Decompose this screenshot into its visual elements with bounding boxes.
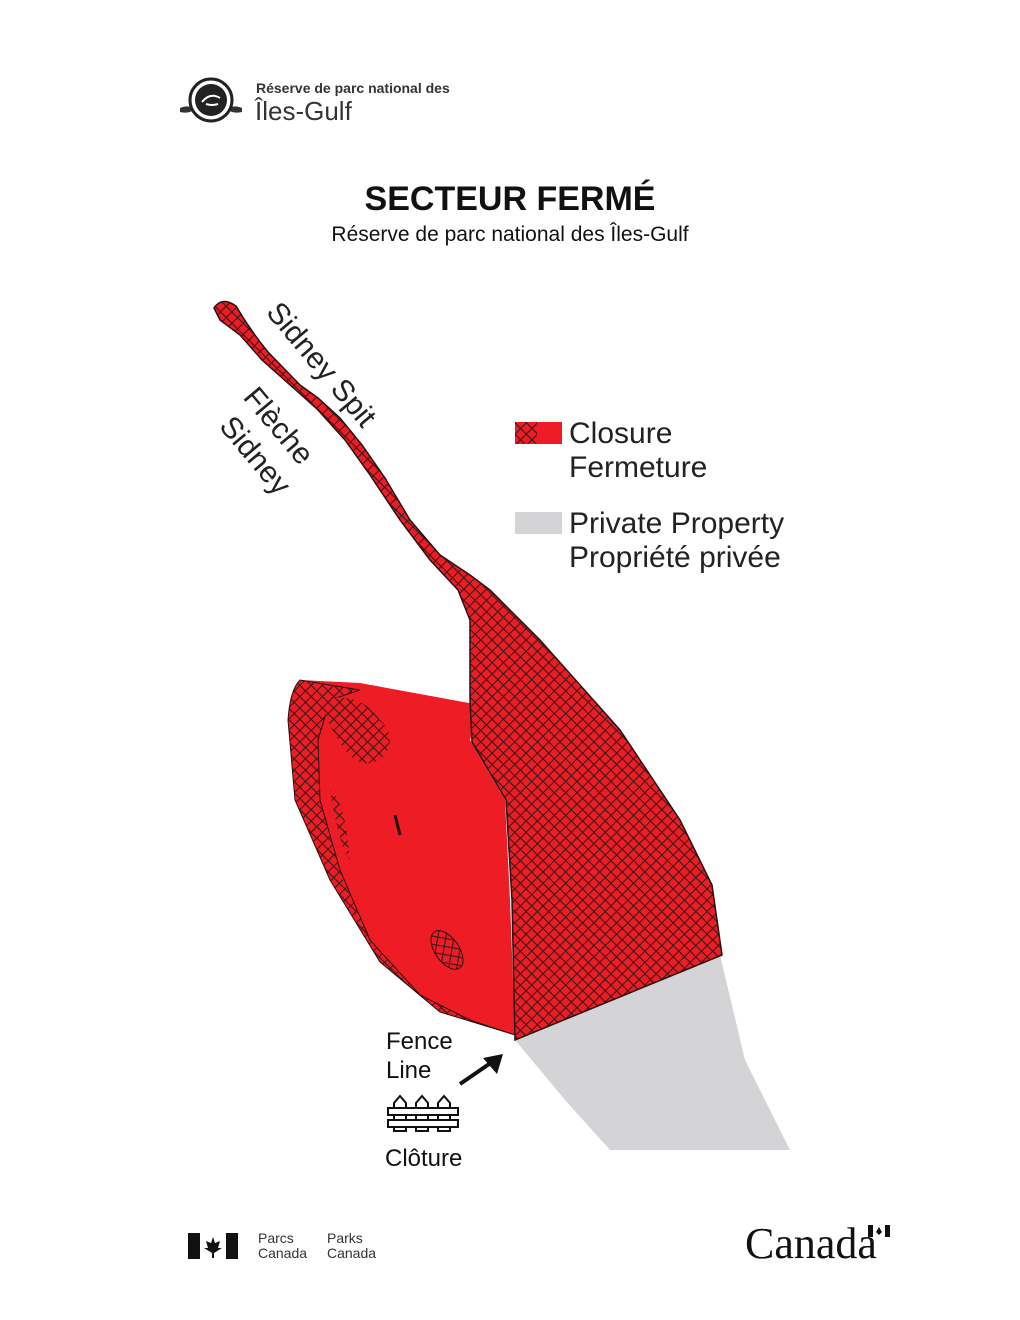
canada-wordmark: Canada bbox=[745, 1219, 877, 1268]
legend-closure-en: Closure bbox=[569, 417, 673, 450]
legend-swatch-private bbox=[515, 512, 562, 534]
legend-private-fr: Propriété privée bbox=[569, 541, 781, 574]
beaver-logo-icon bbox=[180, 76, 242, 129]
legend-closure-fr: Fermeture bbox=[569, 451, 708, 484]
canada-en-text: Canada bbox=[327, 1245, 377, 1261]
closure-hatched-area bbox=[213, 300, 723, 1042]
fence-label-fr: Clôture bbox=[385, 1145, 463, 1172]
arrow-icon bbox=[458, 1054, 503, 1086]
parks-text: Parks bbox=[327, 1230, 363, 1246]
page-title: SECTEUR FERMÉ bbox=[364, 180, 656, 218]
canada-flag-icon bbox=[188, 1233, 238, 1259]
wordmark-flag-icon bbox=[868, 1225, 890, 1237]
fence-icon bbox=[387, 1094, 459, 1132]
fence-label-line2: Line bbox=[386, 1057, 432, 1084]
org-name-line2: Îles-Gulf bbox=[255, 96, 352, 126]
legend-closure: Closure Fermeture bbox=[569, 417, 707, 485]
fence-line-label: Fence Line bbox=[386, 1027, 453, 1085]
parks-canada-text: Parks Canada bbox=[327, 1231, 376, 1261]
legend-private: Private Property Propriété privée bbox=[569, 507, 784, 575]
fence-label-line1: Fence bbox=[386, 1028, 453, 1055]
legend-private-en: Private Property bbox=[569, 507, 785, 540]
org-name-line1: Réserve de parc national des bbox=[256, 80, 450, 96]
closure-hatched-shoreline bbox=[287, 679, 516, 1036]
canada-fr-text: Canada bbox=[258, 1245, 308, 1261]
hatched-islet bbox=[430, 930, 464, 970]
private-property-area bbox=[515, 955, 790, 1150]
page-subtitle: Réserve de parc national des Îles-Gulf bbox=[331, 223, 689, 246]
parcs-text: Parcs bbox=[258, 1230, 294, 1246]
legend-swatch-closure bbox=[515, 422, 562, 444]
parcs-canada-text: Parcs Canada bbox=[258, 1231, 307, 1261]
